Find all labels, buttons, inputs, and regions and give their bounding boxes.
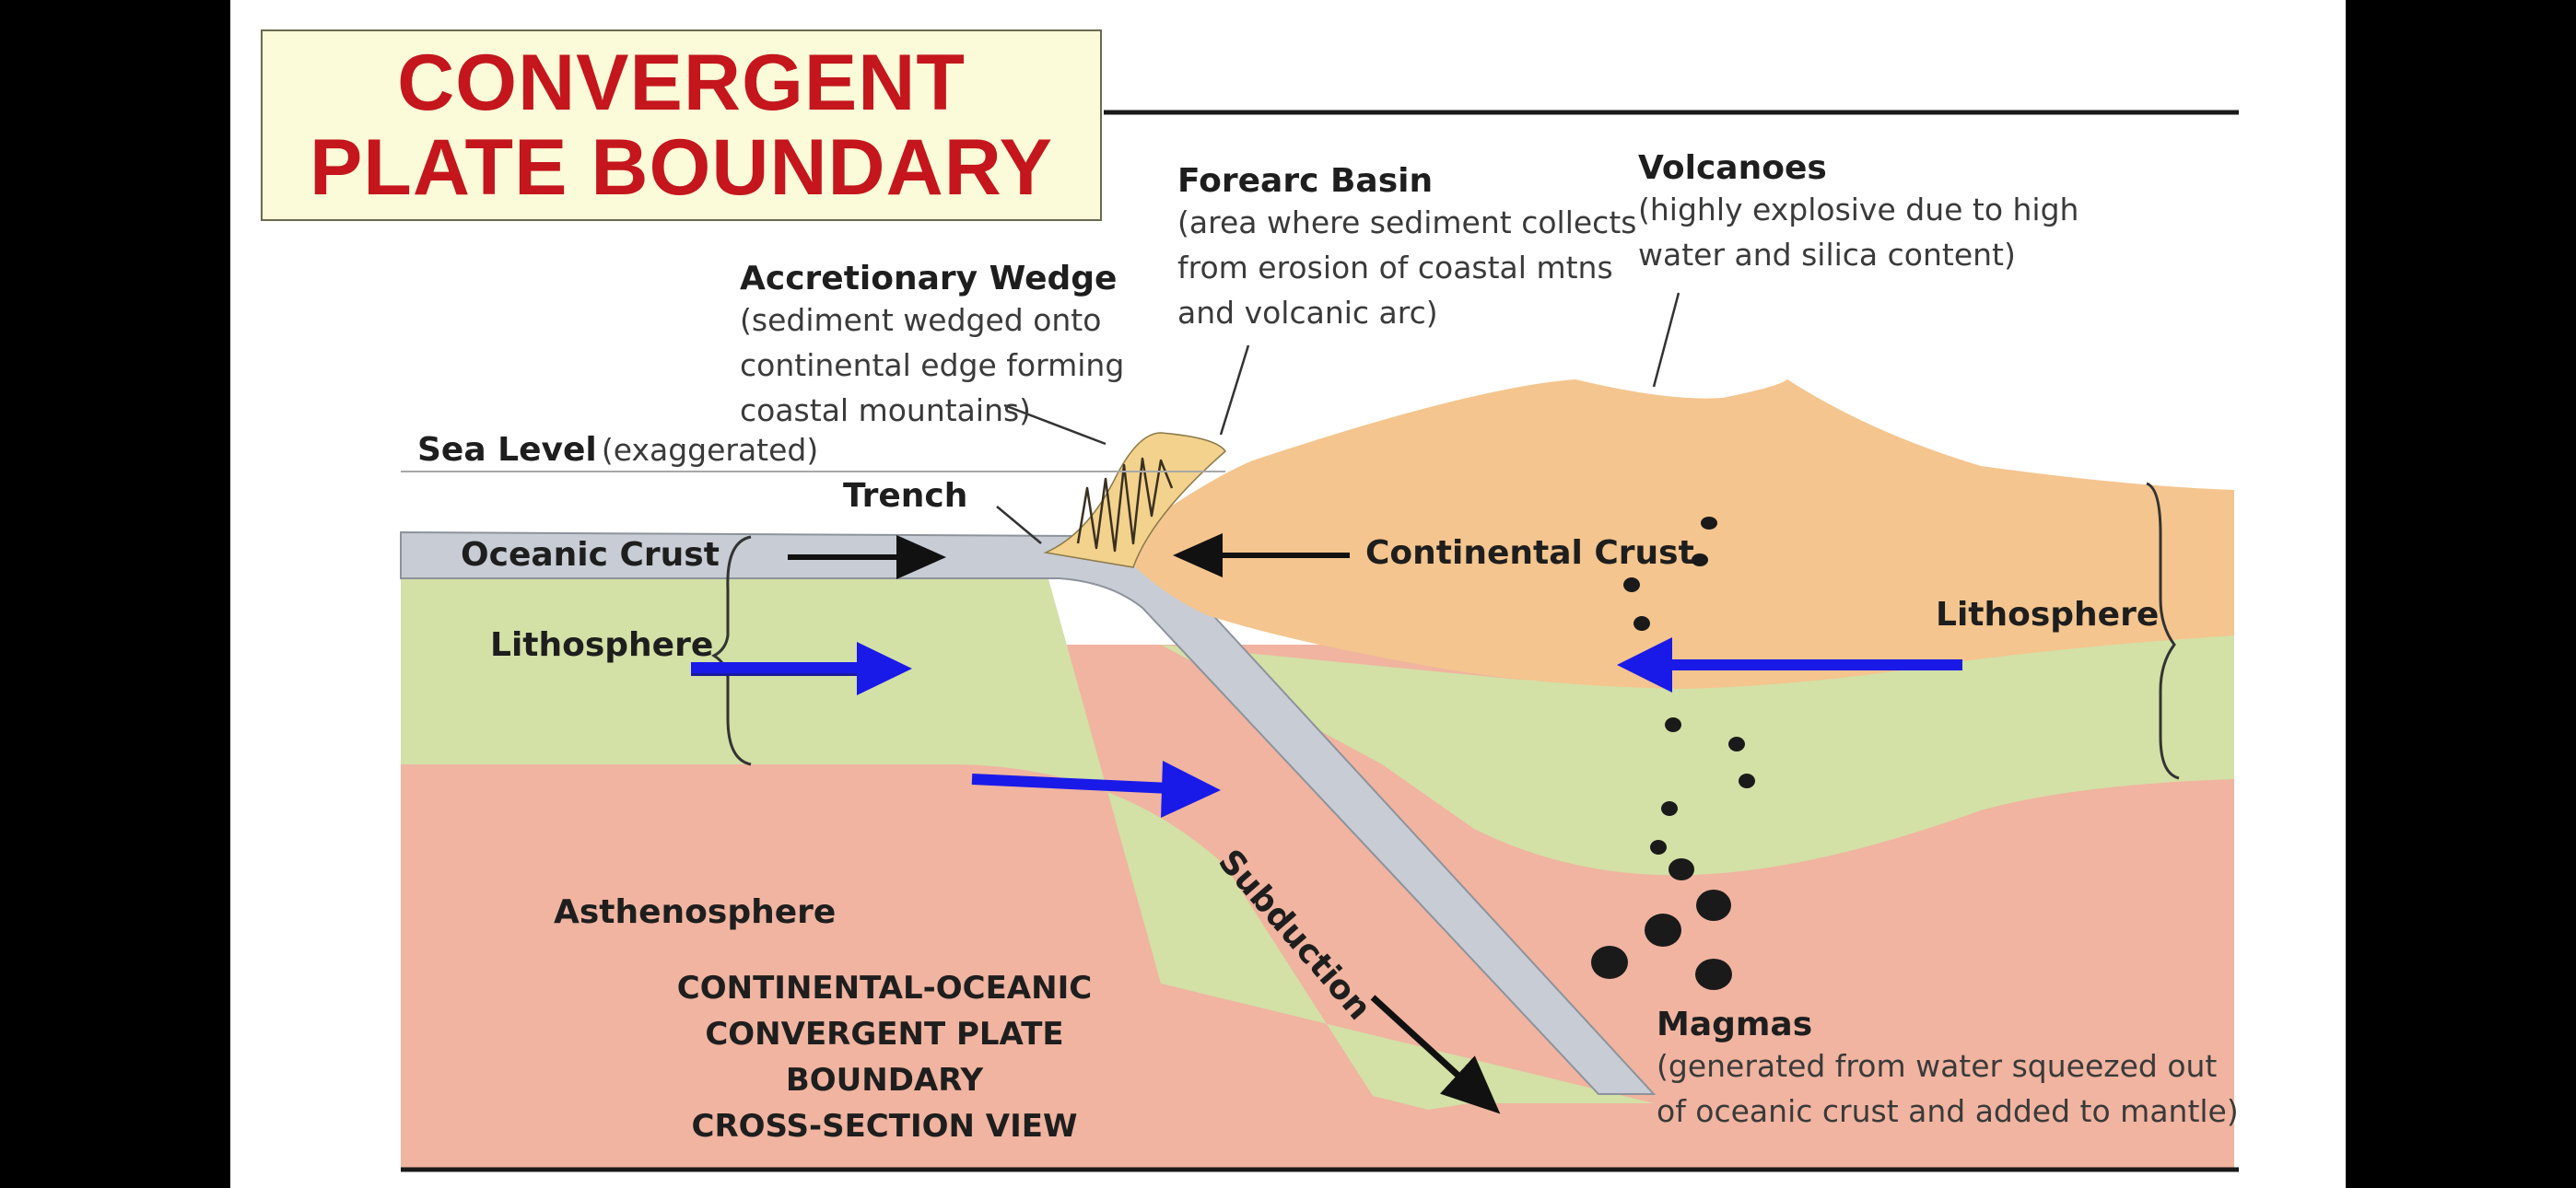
diagram-stage: CONVERGENT PLATE BOUNDARY Forearc Basin … [230,0,2346,1188]
magma-droplets [1591,517,1755,990]
subduction-arrow [1370,995,1501,1114]
accretionary-wedge [1043,432,1226,568]
continental-lithosphere [1161,635,2234,876]
trench-label: Trench [843,477,968,515]
accretionary-wedge-desc-1: (sediment wedged onto [740,302,1102,338]
accretionary-wedge-label: Accretionary Wedge (sediment wedged onto… [740,260,1124,433]
blue-arrow-subducting [971,761,1221,818]
forearc-basin-desc-1: (area where sediment collects [1177,204,1637,240]
accretionary-wedge-title: Accretionary Wedge [740,260,1118,297]
oceanic-crust-label: Oceanic Crust [461,536,720,574]
forearc-basin-label: Forearc Basin (area where sediment colle… [1177,162,1636,335]
oceanic-lithosphere [401,553,1654,1110]
accretionary-wedge-desc-2: continental edge forming [740,347,1125,383]
blue-arrow-lithosphere-left [691,642,912,695]
wedge-leader [1003,403,1107,446]
blue-arrow-continental [1617,637,1962,693]
volcanoes-desc-2: water and silica content) [1638,237,2016,273]
title-box: CONVERGENT PLATE BOUNDARY [261,29,1102,221]
caption-line-3: CROSS-SECTION VIEW [691,1108,1078,1145]
wedge-folds [1076,457,1174,553]
volcanoes-label: Volcanoes (highly explosive due to high … [1638,149,2078,277]
lithosphere-bracket-right [2146,482,2180,780]
lithosphere-left-label: Lithosphere [490,626,714,664]
title-line-1: CONVERGENT [397,39,966,127]
diagram-caption: CONTINENTAL-OCEANIC CONVERGENT PLATE BOU… [626,965,1142,1149]
title-line-2: PLATE BOUNDARY [309,123,1054,212]
volcano-leader [1652,292,1680,388]
sea-level-note: (exaggerated) [601,432,819,468]
magmas-desc-1: (generated from water squeezed out [1657,1048,2218,1084]
magmas-label: Magmas (generated from water squeezed ou… [1657,1006,2239,1134]
sea-level-label: Sea Level (exaggerated) [417,427,818,472]
continental-crust [1115,379,2234,689]
volcanoes-desc-1: (highly explosive due to high [1638,192,2079,227]
forearc-basin-desc-2: from erosion of coastal mtns [1177,250,1613,285]
magmas-title: Magmas [1657,1006,1813,1043]
lithosphere-right-label: Lithosphere [1936,596,2160,634]
forearc-leader [1219,344,1250,436]
forearc-basin-desc-3: and volcanic arc) [1177,295,1438,331]
volcanoes-title: Volcanoes [1638,149,1827,187]
trench-leader [996,506,1042,544]
continental-crust-label: Continental Crust [1365,534,1694,572]
asthenosphere-label: Asthenosphere [554,893,837,931]
cross-section-diagram [400,110,2239,1172]
sea-level-title: Sea Level [417,431,597,469]
forearc-basin-title: Forearc Basin [1177,162,1434,200]
caption-line-1: CONTINENTAL-OCEANIC [676,970,1093,1007]
magmas-desc-2: of oceanic crust and added to mantle) [1657,1093,2239,1129]
caption-line-2: CONVERGENT PLATE BOUNDARY [705,1016,1064,1099]
accretionary-wedge-desc-3: coastal mountains) [740,392,1032,428]
lithosphere-bracket-left [710,535,752,766]
